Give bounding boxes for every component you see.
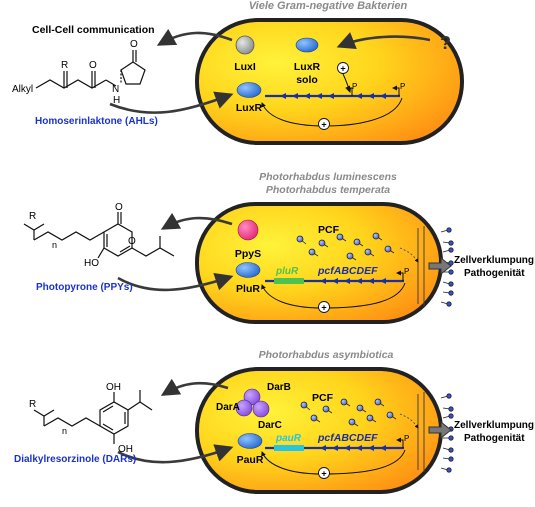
activation-plus: + xyxy=(321,303,326,313)
dar-r: R xyxy=(29,399,36,410)
gene-arrows xyxy=(320,445,386,451)
panel-ppy: Photorhabdus luminescens Photorhabdus te… xyxy=(23,171,534,324)
luxr-label: LuxR xyxy=(236,102,263,114)
ahl-r: R xyxy=(61,60,68,71)
ahl-structure xyxy=(35,50,146,89)
ppys-protein xyxy=(237,219,259,241)
output-arrow xyxy=(428,256,452,276)
plur-gene xyxy=(274,278,304,284)
paur-label: PauR xyxy=(237,454,264,466)
ahl-compound-name: Homoserinlaktone (AHLs) xyxy=(35,116,158,127)
secretion-arrow xyxy=(160,378,229,396)
promoter-arrow-2 xyxy=(392,85,400,96)
activation-circle-bottom xyxy=(318,118,330,130)
activation-plus-bottom: + xyxy=(321,120,326,130)
panel1-title: Viele Gram-negative Bakterien xyxy=(249,0,408,12)
panel-dar: Photorhabdus asymbiotica xyxy=(14,349,534,494)
luxr-solo-label-2: solo xyxy=(296,74,318,86)
ppys-label: PpyS xyxy=(235,248,261,260)
activation-circle xyxy=(318,301,330,313)
promoter-label-1: P xyxy=(352,82,357,91)
ppy-ho: HO xyxy=(84,258,99,269)
ppy-compound-name: Photopyrone (PPYs) xyxy=(36,282,133,293)
plur-gene-label: pluR xyxy=(275,266,299,277)
paur-protein xyxy=(237,433,263,449)
membrane-pcf-cluster xyxy=(399,226,454,307)
gene-arrows xyxy=(320,278,386,284)
ppy-o-ring: O xyxy=(128,236,136,247)
darc-label: DarC xyxy=(258,420,282,431)
plur-protein xyxy=(235,262,261,278)
paur-gene xyxy=(274,445,304,451)
promoter-arrow-1 xyxy=(345,85,353,96)
dar-oh-bottom: OH xyxy=(118,444,133,455)
gene-arrows xyxy=(280,93,386,99)
panel2-title-2: Photorhabdus temperata xyxy=(266,184,390,196)
secretion-arrow xyxy=(156,28,233,46)
uptake-arrow xyxy=(117,272,234,292)
ahl-nh-n: N xyxy=(112,84,119,95)
ahl-nh-h: H xyxy=(113,95,120,106)
luxi-label: LuxI xyxy=(234,61,256,73)
ahl-amide-o: O xyxy=(89,60,97,71)
operon-label: pcfABCDEF xyxy=(317,265,378,277)
comm-label: Cell-Cell communication xyxy=(32,24,155,36)
paur-gene-label: pauR xyxy=(275,433,302,444)
activation-circle xyxy=(318,467,330,479)
operon-label: pcfABCDEF xyxy=(317,432,378,444)
ppy-r: R xyxy=(29,211,36,222)
dar-structure xyxy=(33,390,153,444)
uptake-arrow xyxy=(109,91,234,114)
activation-plus-top: + xyxy=(340,64,345,74)
dar-n: n xyxy=(62,426,67,436)
luxr-solo-label-1: LuxR xyxy=(294,61,321,73)
output-label-1: Zellverklumpung xyxy=(454,255,534,266)
output-label-2: Pathogenität xyxy=(464,268,525,279)
plur-label: PluR xyxy=(236,283,260,295)
ppy-o-ketone: O xyxy=(115,202,123,213)
luxr-solo-protein xyxy=(295,37,319,53)
output-label-2: Pathogenität xyxy=(464,433,525,444)
pcf-particles xyxy=(300,398,397,427)
output-label-1: Zellverklumpung xyxy=(454,420,534,431)
promoter-arrow xyxy=(396,437,404,448)
secretion-arrow xyxy=(160,212,233,230)
ahl-alkyl: Alkyl xyxy=(12,84,33,95)
pcf-label: PCF xyxy=(318,224,340,236)
darb-label: DarB xyxy=(267,382,291,393)
dar-oh-top: OH xyxy=(106,382,121,393)
panel3-title: Photorhabdus asymbiotica xyxy=(259,349,394,361)
panel2-title-1: Photorhabdus luminescens xyxy=(259,171,397,183)
promoter-label: P xyxy=(404,434,409,443)
dar-compound-name: Dialkylresorzinole (DARs) xyxy=(14,454,136,465)
output-arrow xyxy=(428,420,452,440)
unknown-signal-arrow xyxy=(336,32,431,50)
luxr-protein xyxy=(236,82,262,98)
promoter-arrow xyxy=(396,270,404,281)
dar-protein-complex xyxy=(235,388,270,418)
question-mark: ? xyxy=(440,33,451,53)
activation-circle-top xyxy=(337,62,349,74)
cell-ahl xyxy=(195,18,464,145)
dara-label: DarA xyxy=(216,402,240,413)
luxi-protein xyxy=(235,35,255,55)
ppy-n: n xyxy=(52,240,57,250)
uptake-arrow xyxy=(117,444,234,464)
panel-ahl: Viele Gram-negative Bakterien ? Cell-Cel… xyxy=(12,0,464,145)
promoter-label: P xyxy=(404,267,409,276)
pcf-label: PCF xyxy=(312,392,334,404)
activation-plus: + xyxy=(321,469,326,479)
ppy-structure xyxy=(23,212,175,259)
promoter-label-2: P xyxy=(400,82,405,91)
ahl-ring-o: O xyxy=(130,39,138,50)
pcf-particles xyxy=(296,232,395,261)
